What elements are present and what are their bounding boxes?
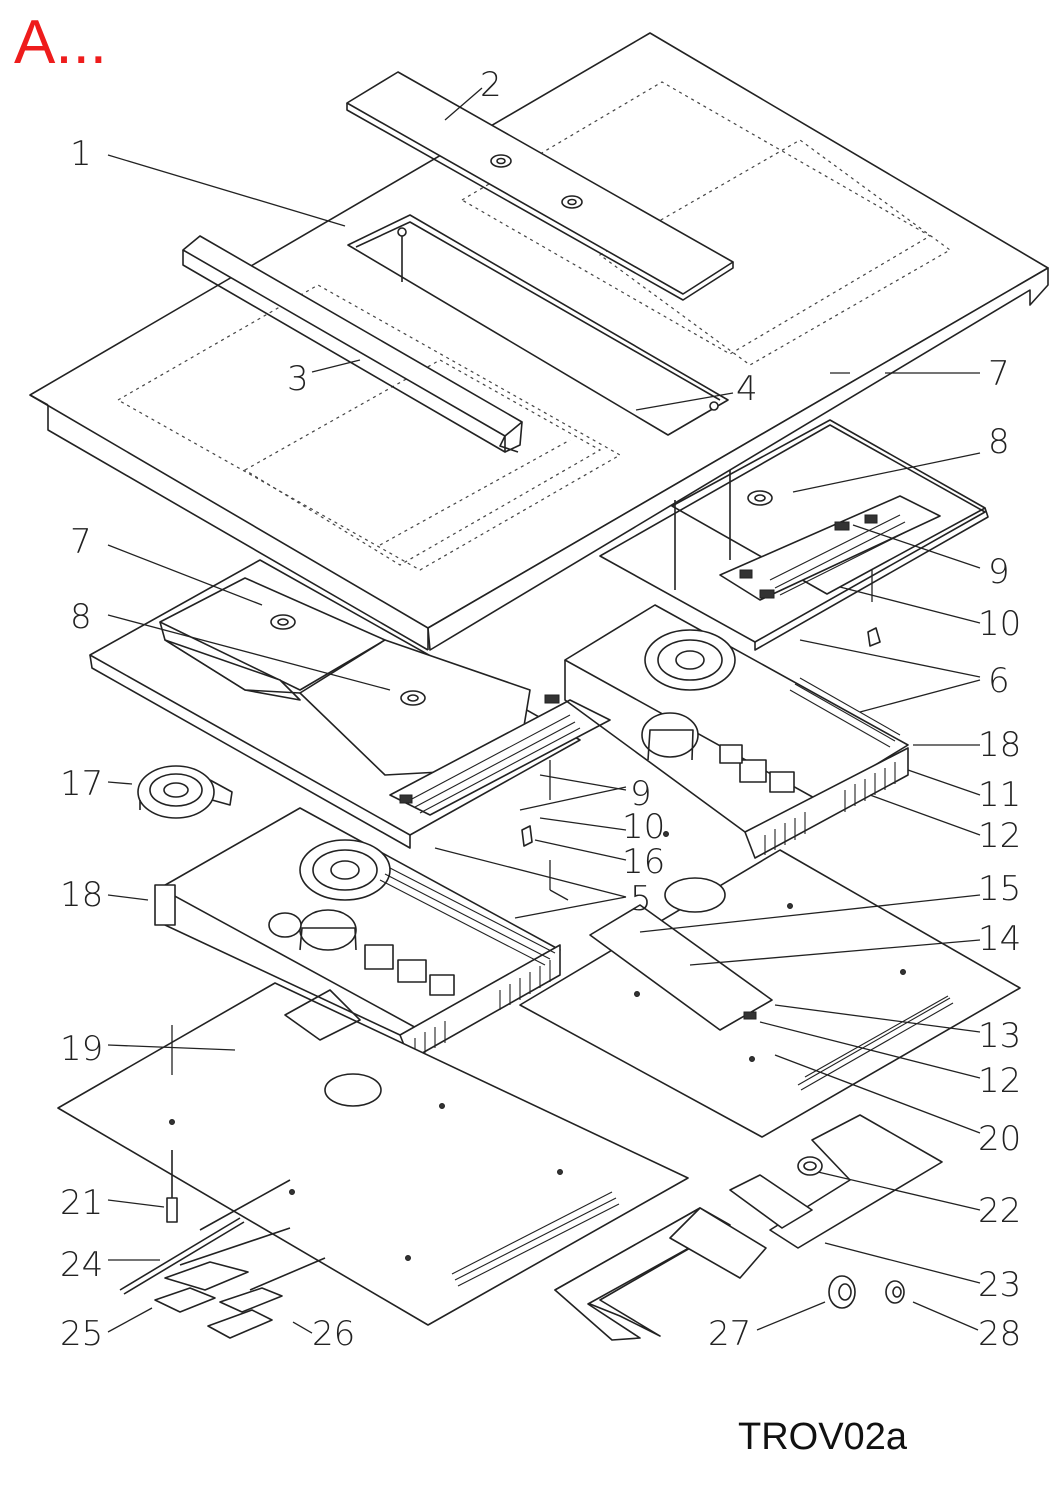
right-induction-coil-plate [599, 419, 989, 651]
callout-8-top: 8 [988, 422, 1010, 462]
callout-5: 5 [630, 879, 652, 919]
screw-and-cables [119, 1150, 326, 1339]
right-power-module [564, 604, 909, 859]
callout-14: 14 [978, 919, 1021, 959]
rubber-feet [828, 1275, 905, 1309]
right-bottom-plate [519, 831, 1021, 1138]
callout-11: 11 [978, 775, 1021, 815]
control-slot-trim [347, 214, 729, 436]
callout-6: 6 [988, 661, 1010, 701]
callout-10-right: 10 [978, 604, 1021, 644]
callout-18-left: 18 [60, 875, 103, 915]
callout-2: 2 [480, 65, 502, 105]
callout-1: 1 [70, 134, 92, 174]
callout-7-left: 7 [70, 522, 92, 562]
callout-12-upper: 12 [978, 816, 1021, 856]
callout-10-center: 10 [622, 807, 665, 847]
left-bottom-plate [57, 982, 689, 1326]
callout-19: 19 [60, 1029, 103, 1069]
callout-9-right: 9 [988, 552, 1010, 592]
callout-3: 3 [287, 359, 309, 399]
channel-profile [182, 235, 523, 453]
callout-4: 4 [736, 369, 758, 409]
control-panel-strip [346, 71, 734, 301]
callout-8-left: 8 [70, 597, 92, 637]
callout-7-top: 7 [988, 354, 1010, 394]
callout-13: 13 [978, 1016, 1021, 1056]
callout-15: 15 [978, 869, 1021, 909]
callout-24: 24 [60, 1245, 103, 1285]
callout-28: 28 [978, 1314, 1021, 1354]
diagram-corner-label: A... [14, 8, 108, 77]
callout-numbers: 1 2 3 4 7 8 9 10 6 18 11 12 7 8 17 9 10 … [60, 65, 1021, 1354]
retaining-clip [521, 825, 533, 847]
callout-22: 22 [978, 1191, 1021, 1231]
callout-27: 27 [708, 1314, 751, 1354]
drawing-reference-code: TROV02a [738, 1416, 907, 1458]
callout-17: 17 [60, 764, 103, 804]
callout-23: 23 [978, 1265, 1021, 1305]
callout-12-lower: 12 [978, 1061, 1021, 1101]
left-induction-coil-plate [89, 559, 611, 849]
leader-lines [107, 87, 981, 1334]
small-clip [867, 627, 881, 647]
callout-20: 20 [978, 1119, 1021, 1159]
left-power-module [154, 807, 561, 1061]
callout-21: 21 [60, 1183, 103, 1223]
callout-26: 26 [312, 1314, 355, 1354]
callout-9-center: 9 [630, 774, 652, 814]
callout-18-right: 18 [978, 725, 1021, 765]
callout-16: 16 [622, 842, 665, 882]
callout-25: 25 [60, 1314, 103, 1354]
cooling-fan [137, 765, 233, 819]
